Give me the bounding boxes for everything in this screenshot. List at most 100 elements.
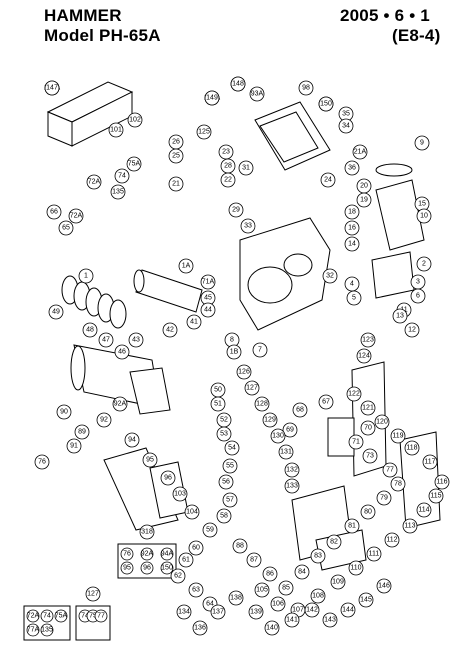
callout-73: 73 xyxy=(362,448,378,464)
svg-text:148: 148 xyxy=(232,81,244,88)
callout-69: 69 xyxy=(282,422,298,438)
stator-drawing xyxy=(371,251,415,299)
svg-text:113: 113 xyxy=(404,523,415,530)
callout-33: 33 xyxy=(240,218,256,234)
callout-104: 104 xyxy=(184,504,200,520)
legend-item-74: 74 xyxy=(40,609,54,623)
callout-68: 68 xyxy=(292,402,308,418)
svg-text:51: 51 xyxy=(214,401,222,408)
svg-text:119: 119 xyxy=(392,433,403,440)
svg-text:24: 24 xyxy=(324,177,332,184)
svg-text:66: 66 xyxy=(50,209,58,216)
svg-text:69: 69 xyxy=(286,427,294,434)
svg-text:75: 75 xyxy=(89,613,97,620)
callout-126: 126 xyxy=(236,364,252,380)
callout-83: 83 xyxy=(310,548,326,564)
legend-item-94A: 94A xyxy=(160,547,174,561)
callout-133: 133 xyxy=(284,478,300,494)
legend-item-76: 76 xyxy=(120,547,134,561)
legend-box-label-127: 127 xyxy=(85,586,101,602)
callout-79: 79 xyxy=(376,490,392,506)
callout-62: 62 xyxy=(170,568,186,584)
svg-text:147: 147 xyxy=(46,85,58,92)
callout-101: 101 xyxy=(108,122,124,138)
svg-text:144: 144 xyxy=(342,607,354,614)
svg-text:68: 68 xyxy=(296,407,304,414)
callout-116: 116 xyxy=(434,474,450,490)
svg-text:72A: 72A xyxy=(70,213,83,220)
svg-text:25: 25 xyxy=(172,153,180,160)
svg-text:128: 128 xyxy=(256,401,268,408)
callout-80: 80 xyxy=(360,504,376,520)
side-handle-drawing xyxy=(103,447,189,531)
callout-21A: 21A xyxy=(352,144,368,160)
svg-text:77: 77 xyxy=(386,467,394,474)
callout-71: 71 xyxy=(348,434,364,450)
callout-5: 5 xyxy=(346,290,362,306)
svg-text:84: 84 xyxy=(298,569,306,576)
callout-14: 14 xyxy=(344,236,360,252)
product-title: HAMMER xyxy=(44,6,122,25)
callout-148: 148 xyxy=(230,76,246,92)
svg-text:12: 12 xyxy=(408,327,416,334)
svg-text:16: 16 xyxy=(348,225,356,232)
callout-134: 134 xyxy=(176,604,192,620)
callout-115: 115 xyxy=(428,488,444,504)
svg-text:3: 3 xyxy=(416,279,420,286)
svg-text:71: 71 xyxy=(352,439,360,446)
svg-text:41: 41 xyxy=(190,319,198,326)
svg-text:122: 122 xyxy=(348,391,360,398)
svg-text:109: 109 xyxy=(332,579,344,586)
revision-date: 2005 • 6 • 1 xyxy=(340,6,430,25)
callout-95: 95 xyxy=(142,452,158,468)
callout-127: 127 xyxy=(244,380,260,396)
svg-text:36: 36 xyxy=(348,165,356,172)
callout-72A: 72A xyxy=(86,174,102,190)
svg-text:47: 47 xyxy=(102,337,110,344)
svg-text:79: 79 xyxy=(380,495,388,502)
callout-78: 78 xyxy=(390,476,406,492)
svg-text:96: 96 xyxy=(164,475,172,482)
callout-43: 43 xyxy=(128,332,144,348)
svg-text:134: 134 xyxy=(178,609,190,616)
callout-129: 129 xyxy=(262,412,278,428)
svg-text:5: 5 xyxy=(352,295,356,302)
svg-text:118: 118 xyxy=(406,445,417,452)
svg-text:32: 32 xyxy=(326,273,334,280)
callout-105: 105 xyxy=(254,582,270,598)
callout-145: 145 xyxy=(358,592,374,608)
svg-text:29: 29 xyxy=(232,207,240,214)
svg-text:103: 103 xyxy=(174,491,186,498)
svg-text:44: 44 xyxy=(204,307,212,314)
svg-text:1A: 1A xyxy=(182,263,191,270)
callout-2: 2 xyxy=(416,256,432,272)
svg-text:74: 74 xyxy=(43,613,51,620)
callout-86: 86 xyxy=(262,566,278,582)
callout-71A: 71A xyxy=(200,274,216,290)
callout-138: 138 xyxy=(228,590,244,606)
callout-147: 147 xyxy=(44,80,60,96)
svg-text:80: 80 xyxy=(364,509,372,516)
callout-106: 106 xyxy=(270,596,286,612)
svg-text:35: 35 xyxy=(342,111,350,118)
svg-text:42: 42 xyxy=(166,327,174,334)
svg-text:1B: 1B xyxy=(230,349,239,356)
svg-text:49: 49 xyxy=(52,309,60,316)
svg-text:64: 64 xyxy=(206,601,214,608)
svg-text:117: 117 xyxy=(424,459,435,466)
callout-143: 143 xyxy=(322,612,338,628)
callout-16: 16 xyxy=(344,220,360,236)
svg-text:2: 2 xyxy=(422,261,426,268)
callout-141: 141 xyxy=(284,612,300,628)
svg-text:45: 45 xyxy=(204,295,212,302)
callout-1B: 1B xyxy=(226,344,242,360)
callout-10: 10 xyxy=(416,208,432,224)
callout-92A: 92A xyxy=(112,396,128,412)
callout-25: 25 xyxy=(168,148,184,164)
callout-118: 118 xyxy=(404,440,420,456)
callout-63: 63 xyxy=(188,582,204,598)
callout-150: 150 xyxy=(318,96,334,112)
carrying-case-drawing xyxy=(46,81,134,147)
callout-108: 108 xyxy=(310,588,326,604)
svg-text:95: 95 xyxy=(123,565,131,572)
